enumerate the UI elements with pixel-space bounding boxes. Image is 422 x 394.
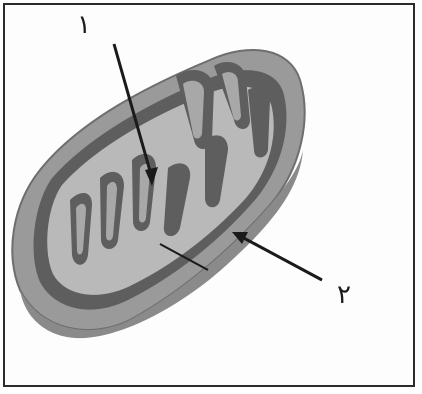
pointer-arrow-2-line (240, 236, 322, 280)
label-1: ١ (77, 12, 91, 38)
label-2: ٢ (337, 282, 351, 308)
